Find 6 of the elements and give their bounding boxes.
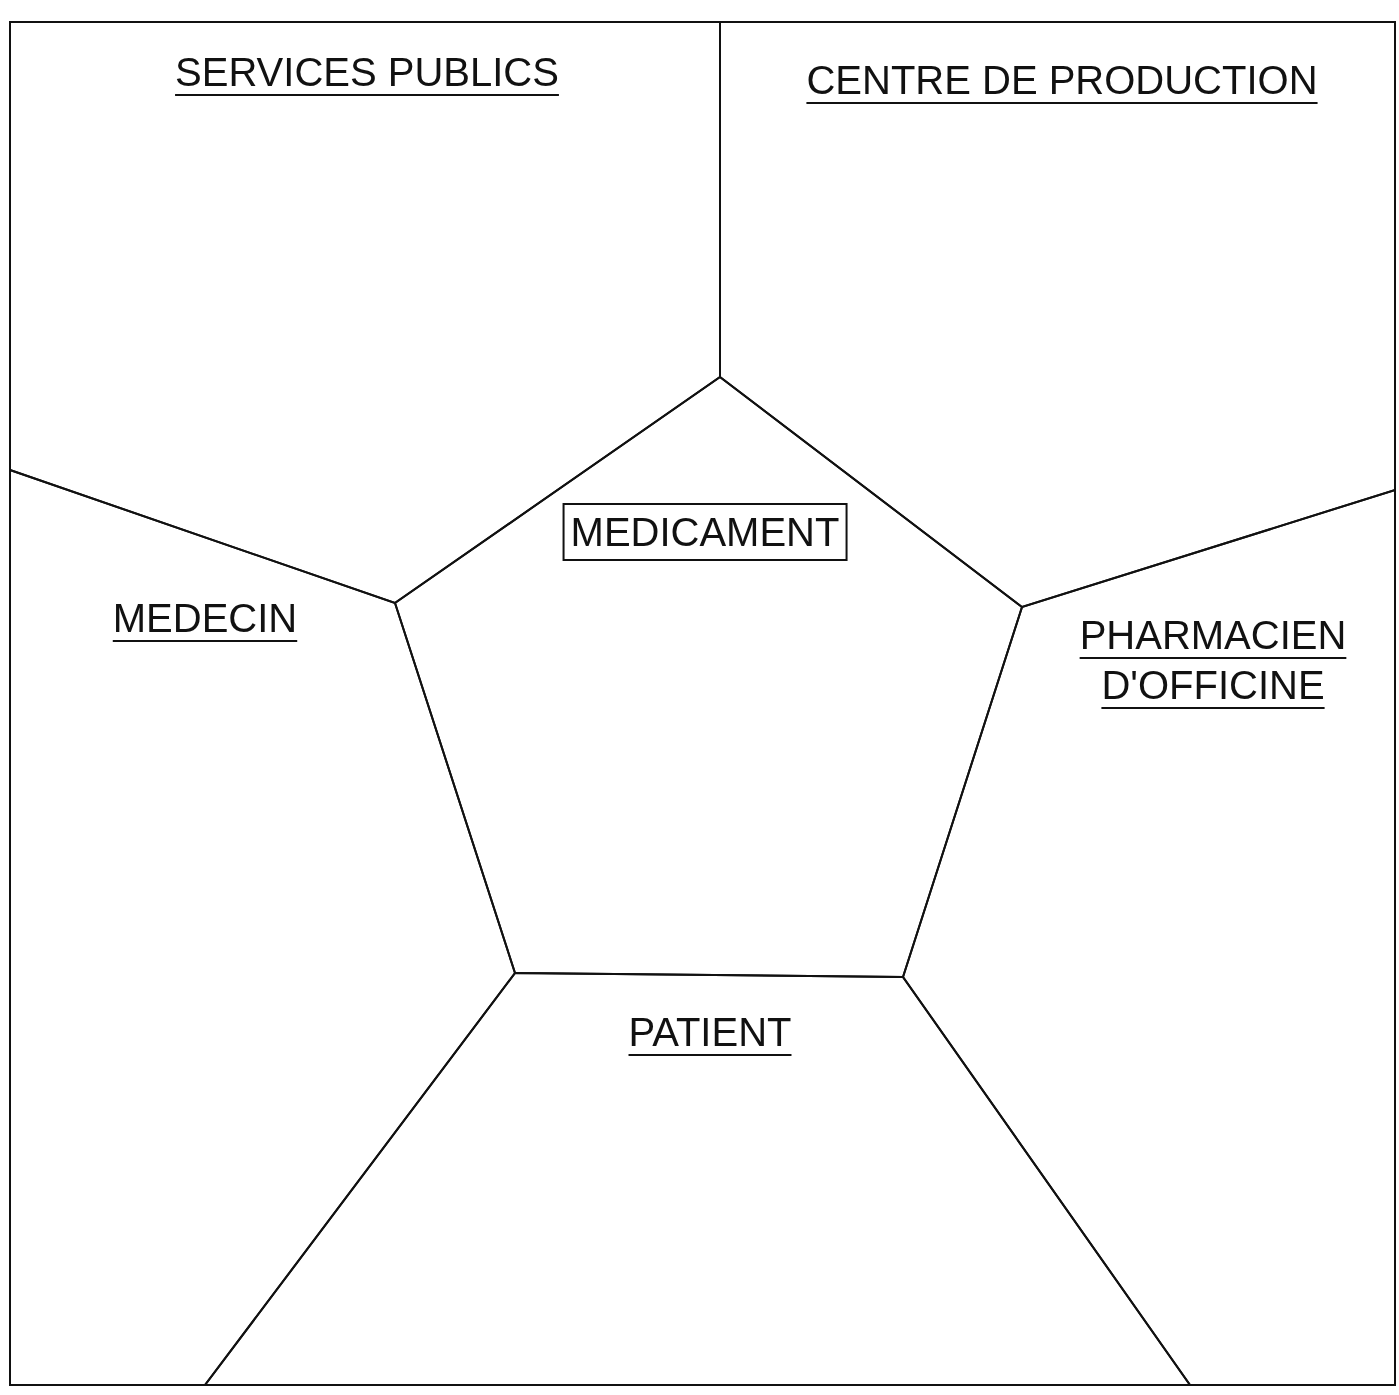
region-label: PHARMACIEN D'OFFICINE	[1078, 612, 1348, 709]
region-label: PATIENT	[627, 1009, 793, 1056]
region-label: SERVICES PUBLICS	[174, 49, 560, 96]
boxed-label: MEDICAMENT	[562, 503, 848, 561]
region-label: MEDECIN	[111, 595, 299, 642]
region-label: CENTRE DE PRODUCTION	[805, 57, 1319, 104]
